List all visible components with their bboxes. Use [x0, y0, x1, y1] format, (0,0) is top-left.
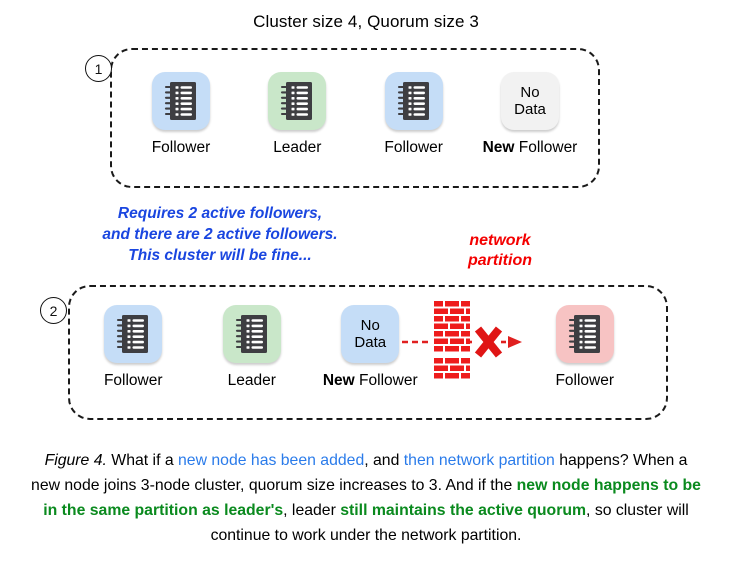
- step-marker-2-number: 2: [49, 302, 58, 319]
- node-follower-1a[interactable]: Follower: [128, 72, 234, 157]
- network-partition-graphic: [400, 296, 540, 388]
- node-label: Leader: [273, 139, 322, 156]
- node-label-bold: New: [482, 139, 515, 156]
- cluster-box-step-1: [110, 48, 600, 188]
- node-tile-leader: [268, 72, 327, 130]
- no-data-text: No Data: [354, 317, 386, 351]
- caption-text-2: , and: [364, 452, 404, 469]
- node-tile-partitioned-follower: [555, 305, 614, 363]
- node-label: New Follower: [482, 139, 578, 156]
- node-follower-2b-partitioned[interactable]: Follower: [537, 305, 634, 390]
- node-label: New Follower: [322, 372, 418, 389]
- node-label: Follower: [103, 372, 163, 389]
- notepad-icon: [281, 82, 313, 120]
- figure-caption: Figure 4. What if a new node has been ad…: [30, 448, 702, 548]
- network-partition-line-1: network: [469, 232, 531, 249]
- node-tile-leader: [222, 305, 281, 363]
- node-label-bold: New: [322, 372, 355, 389]
- node-follower-1b[interactable]: Follower: [361, 72, 467, 157]
- quorum-annotation-line-1: Requires 2 active followers,: [117, 205, 323, 222]
- brick-wall-icon-top: [434, 301, 470, 329]
- step-marker-1-number: 1: [94, 60, 103, 77]
- caption-text-3: happens? When a new node joins 3-node cl…: [31, 452, 688, 494]
- node-new-follower-1[interactable]: No Data New Follower: [477, 72, 583, 157]
- notepad-icon: [164, 82, 196, 120]
- notepad-icon: [235, 315, 267, 353]
- caption-text-4: , leader: [283, 502, 341, 519]
- cluster-box-step-2: [68, 285, 668, 420]
- caption-highlight-blue-1: new node has been added: [178, 452, 365, 469]
- node-label: Leader: [227, 372, 276, 389]
- node-tile-no-data: No Data: [341, 305, 400, 363]
- caption-highlight-green-2: still maintains the active quorum: [340, 502, 587, 519]
- node-row-step-2: Follower: [85, 305, 655, 390]
- quorum-annotation-line-2: and there are 2 active followers.: [102, 226, 338, 243]
- brick-wall-icon-middle: [434, 331, 470, 352]
- step-marker-1: 1: [85, 55, 112, 82]
- node-tile-no-data: No Data: [500, 72, 559, 130]
- notepad-icon: [568, 315, 600, 353]
- node-follower-2a[interactable]: Follower: [85, 305, 182, 390]
- arrow-head-icon: [508, 336, 522, 348]
- caption-text-5: , so cluster will continue to work under…: [210, 502, 689, 544]
- node-tile-follower: [152, 72, 210, 130]
- network-partition-line-2: partition: [468, 252, 532, 269]
- step-marker-2: 2: [40, 297, 67, 324]
- caption-text-1: What if a: [106, 452, 179, 469]
- no-data-line-2: Data: [354, 334, 387, 351]
- no-data-line-1: No: [520, 84, 540, 101]
- node-leader-1[interactable]: Leader: [244, 72, 350, 157]
- caption-highlight-blue-2: then network partition: [403, 452, 555, 469]
- node-row-step-1: Follower: [128, 72, 583, 157]
- caption-highlight-green-1: new node happens to be in the same parti…: [43, 477, 701, 519]
- figure-title: Cluster size 4, Quorum size 3: [253, 12, 479, 31]
- brick-wall-icon-bottom: [434, 358, 470, 379]
- notepad-icon: [117, 315, 149, 353]
- node-leader-2[interactable]: Leader: [204, 305, 301, 390]
- node-tile-follower: [104, 305, 163, 363]
- no-data-text: No Data: [514, 84, 546, 118]
- quorum-annotation-line-3: This cluster will be fine...: [128, 247, 312, 264]
- notepad-icon: [397, 82, 429, 120]
- node-label: Follower: [555, 372, 615, 389]
- network-partition-label: network partition: [420, 231, 580, 271]
- node-label: Follower: [384, 139, 443, 156]
- node-label: Follower: [151, 139, 211, 156]
- quorum-annotation: Requires 2 active followers, and there a…: [55, 203, 385, 266]
- node-tile-follower: [384, 72, 443, 130]
- blocked-x-icon: [474, 326, 503, 358]
- no-data-line-2: Data: [514, 101, 546, 118]
- caption-figure-number: Figure 4.: [44, 452, 107, 469]
- no-data-line-1: No: [360, 317, 380, 334]
- node-new-follower-2[interactable]: No Data New Follower: [322, 305, 419, 390]
